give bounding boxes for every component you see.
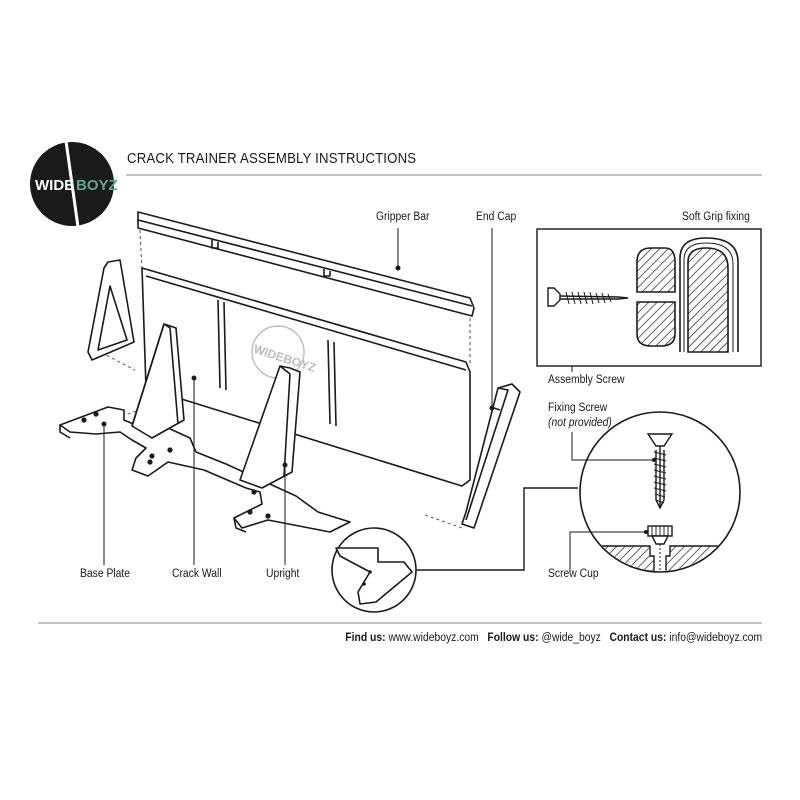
base-plate-magnifier: [331, 487, 578, 613]
wideboyz-logo: WIDE BOYZ: [30, 140, 118, 228]
gripper-bar: [137, 211, 475, 317]
footer-website-link[interactable]: www.wideboyz.com: [388, 632, 479, 644]
upright-right: [239, 365, 301, 489]
fixing-screw-magnifier: [569, 411, 741, 573]
label-assembly-screw: Assembly Screw: [548, 374, 625, 386]
soft-grip-detail: [536, 228, 762, 367]
label-end-cap: End Cap: [476, 211, 517, 223]
label-base-plate: Base Plate: [80, 568, 131, 580]
footer-find-label: Find us:: [345, 632, 386, 644]
footer-follow-label: Follow us:: [487, 632, 539, 644]
svg-text:WIDE: WIDE: [35, 177, 74, 194]
label-crack-wall: Crack Wall: [172, 568, 222, 580]
upright-left: [131, 323, 185, 439]
end-cap-right: [461, 383, 521, 529]
end-cap-left: [87, 259, 135, 361]
label-not-provided: (not provided): [548, 417, 612, 429]
svg-text:BOYZ: BOYZ: [76, 177, 118, 194]
label-soft-grip-fixing: Soft Grip fixing: [682, 211, 750, 223]
page-title: CRACK TRAINER ASSEMBLY INSTRUCTIONS: [127, 150, 417, 167]
label-screw-cup: Screw Cup: [548, 568, 599, 580]
footer-contact: Find us: www.wideboyz.com Follow us: @wi…: [345, 632, 762, 644]
label-gripper-bar: Gripper Bar: [376, 211, 430, 223]
crack-wall: WIDEBOYZ: [141, 267, 471, 487]
label-fixing-screw: Fixing Screw: [548, 402, 608, 414]
label-upright: Upright: [266, 568, 300, 580]
footer-email-link[interactable]: info@wideboyz.com: [669, 632, 762, 644]
footer-social-link[interactable]: @wide_boyz: [541, 632, 601, 644]
footer-contact-label: Contact us:: [609, 632, 667, 644]
